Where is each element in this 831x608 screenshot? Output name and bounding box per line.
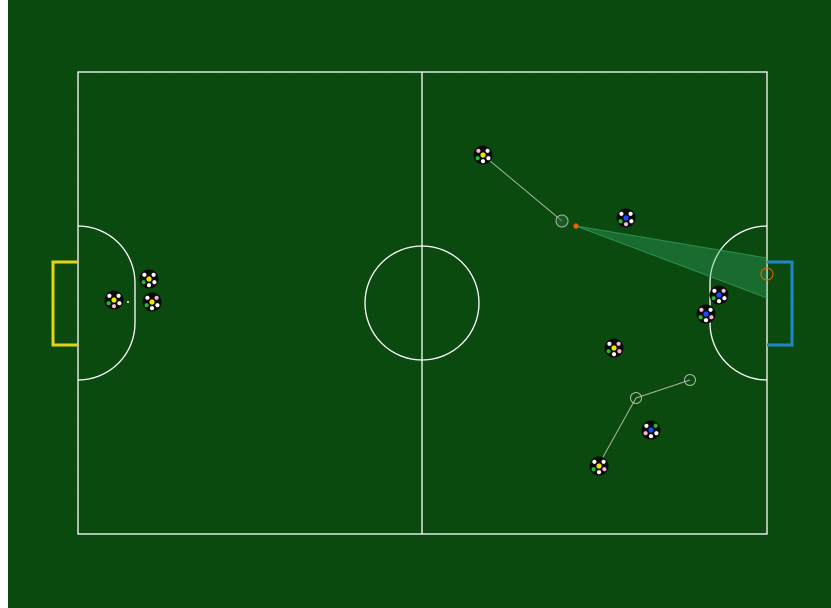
id-marker-white — [629, 212, 633, 216]
id-marker-white — [481, 159, 485, 163]
id-marker-white — [654, 431, 658, 435]
robot-blue[interactable] — [710, 286, 729, 305]
id-marker-green — [699, 315, 703, 319]
id-marker-white — [602, 460, 606, 464]
id-marker-white — [147, 283, 151, 287]
id-marker-white — [152, 273, 156, 277]
id-marker-pink — [602, 467, 606, 471]
id-marker-white — [649, 434, 653, 438]
robot-yellow[interactable] — [605, 339, 624, 358]
id-marker-white — [704, 318, 708, 322]
ball[interactable] — [573, 223, 578, 228]
id-marker-white — [152, 280, 156, 284]
team-marker — [111, 297, 116, 302]
id-marker-white — [607, 342, 611, 346]
id-marker-green — [476, 156, 480, 160]
team-marker — [149, 299, 154, 304]
team-marker — [596, 463, 601, 468]
team-marker — [703, 311, 708, 316]
robot-blue[interactable] — [697, 305, 716, 324]
robot-yellow[interactable] — [590, 457, 609, 476]
team-marker — [480, 152, 485, 157]
turf — [8, 0, 831, 608]
id-marker-pink — [155, 296, 159, 300]
id-marker-white — [486, 156, 490, 160]
id-marker-green — [142, 280, 146, 284]
id-marker-white — [117, 294, 121, 298]
id-marker-pink — [699, 308, 703, 312]
id-marker-white — [722, 296, 726, 300]
id-marker-pink — [624, 222, 628, 226]
robot-yellow[interactable] — [105, 291, 124, 310]
ball-trace — [127, 301, 129, 303]
id-marker-pink — [709, 315, 713, 319]
robot-yellow[interactable] — [140, 270, 159, 289]
id-marker-white — [717, 299, 721, 303]
id-marker-pink — [617, 349, 621, 353]
id-marker-green — [145, 303, 149, 307]
id-marker-white — [592, 460, 596, 464]
id-marker-white — [712, 289, 716, 293]
team-marker — [648, 427, 653, 432]
id-marker-green — [712, 296, 716, 300]
id-marker-white — [145, 296, 149, 300]
id-marker-white — [619, 212, 623, 216]
id-marker-white — [150, 306, 154, 310]
id-marker-green — [592, 467, 596, 471]
id-marker-white — [142, 273, 146, 277]
id-marker-green — [654, 424, 658, 428]
id-marker-white — [612, 352, 616, 356]
id-marker-white — [155, 303, 159, 307]
team-marker — [146, 276, 151, 281]
id-marker-pink — [644, 431, 648, 435]
id-marker-white — [107, 294, 111, 298]
team-marker — [611, 345, 616, 350]
id-marker-green — [107, 301, 111, 305]
robot-blue[interactable] — [617, 209, 636, 228]
id-marker-pink — [722, 289, 726, 293]
id-marker-white — [644, 424, 648, 428]
id-marker-white — [709, 308, 713, 312]
robot-blue[interactable] — [642, 421, 661, 440]
id-marker-white — [486, 149, 490, 153]
id-marker-white — [117, 301, 121, 305]
path-target-marker — [556, 215, 568, 227]
robot-yellow[interactable] — [143, 293, 162, 312]
id-marker-pink — [112, 304, 116, 308]
id-marker-pink — [476, 149, 480, 153]
id-marker-pink — [617, 342, 621, 346]
id-marker-green — [607, 349, 611, 353]
id-marker-white — [629, 219, 633, 223]
team-marker — [623, 215, 628, 220]
team-marker — [716, 292, 721, 297]
id-marker-green — [619, 219, 623, 223]
id-marker-white — [597, 470, 601, 474]
robot-yellow[interactable] — [474, 146, 493, 165]
